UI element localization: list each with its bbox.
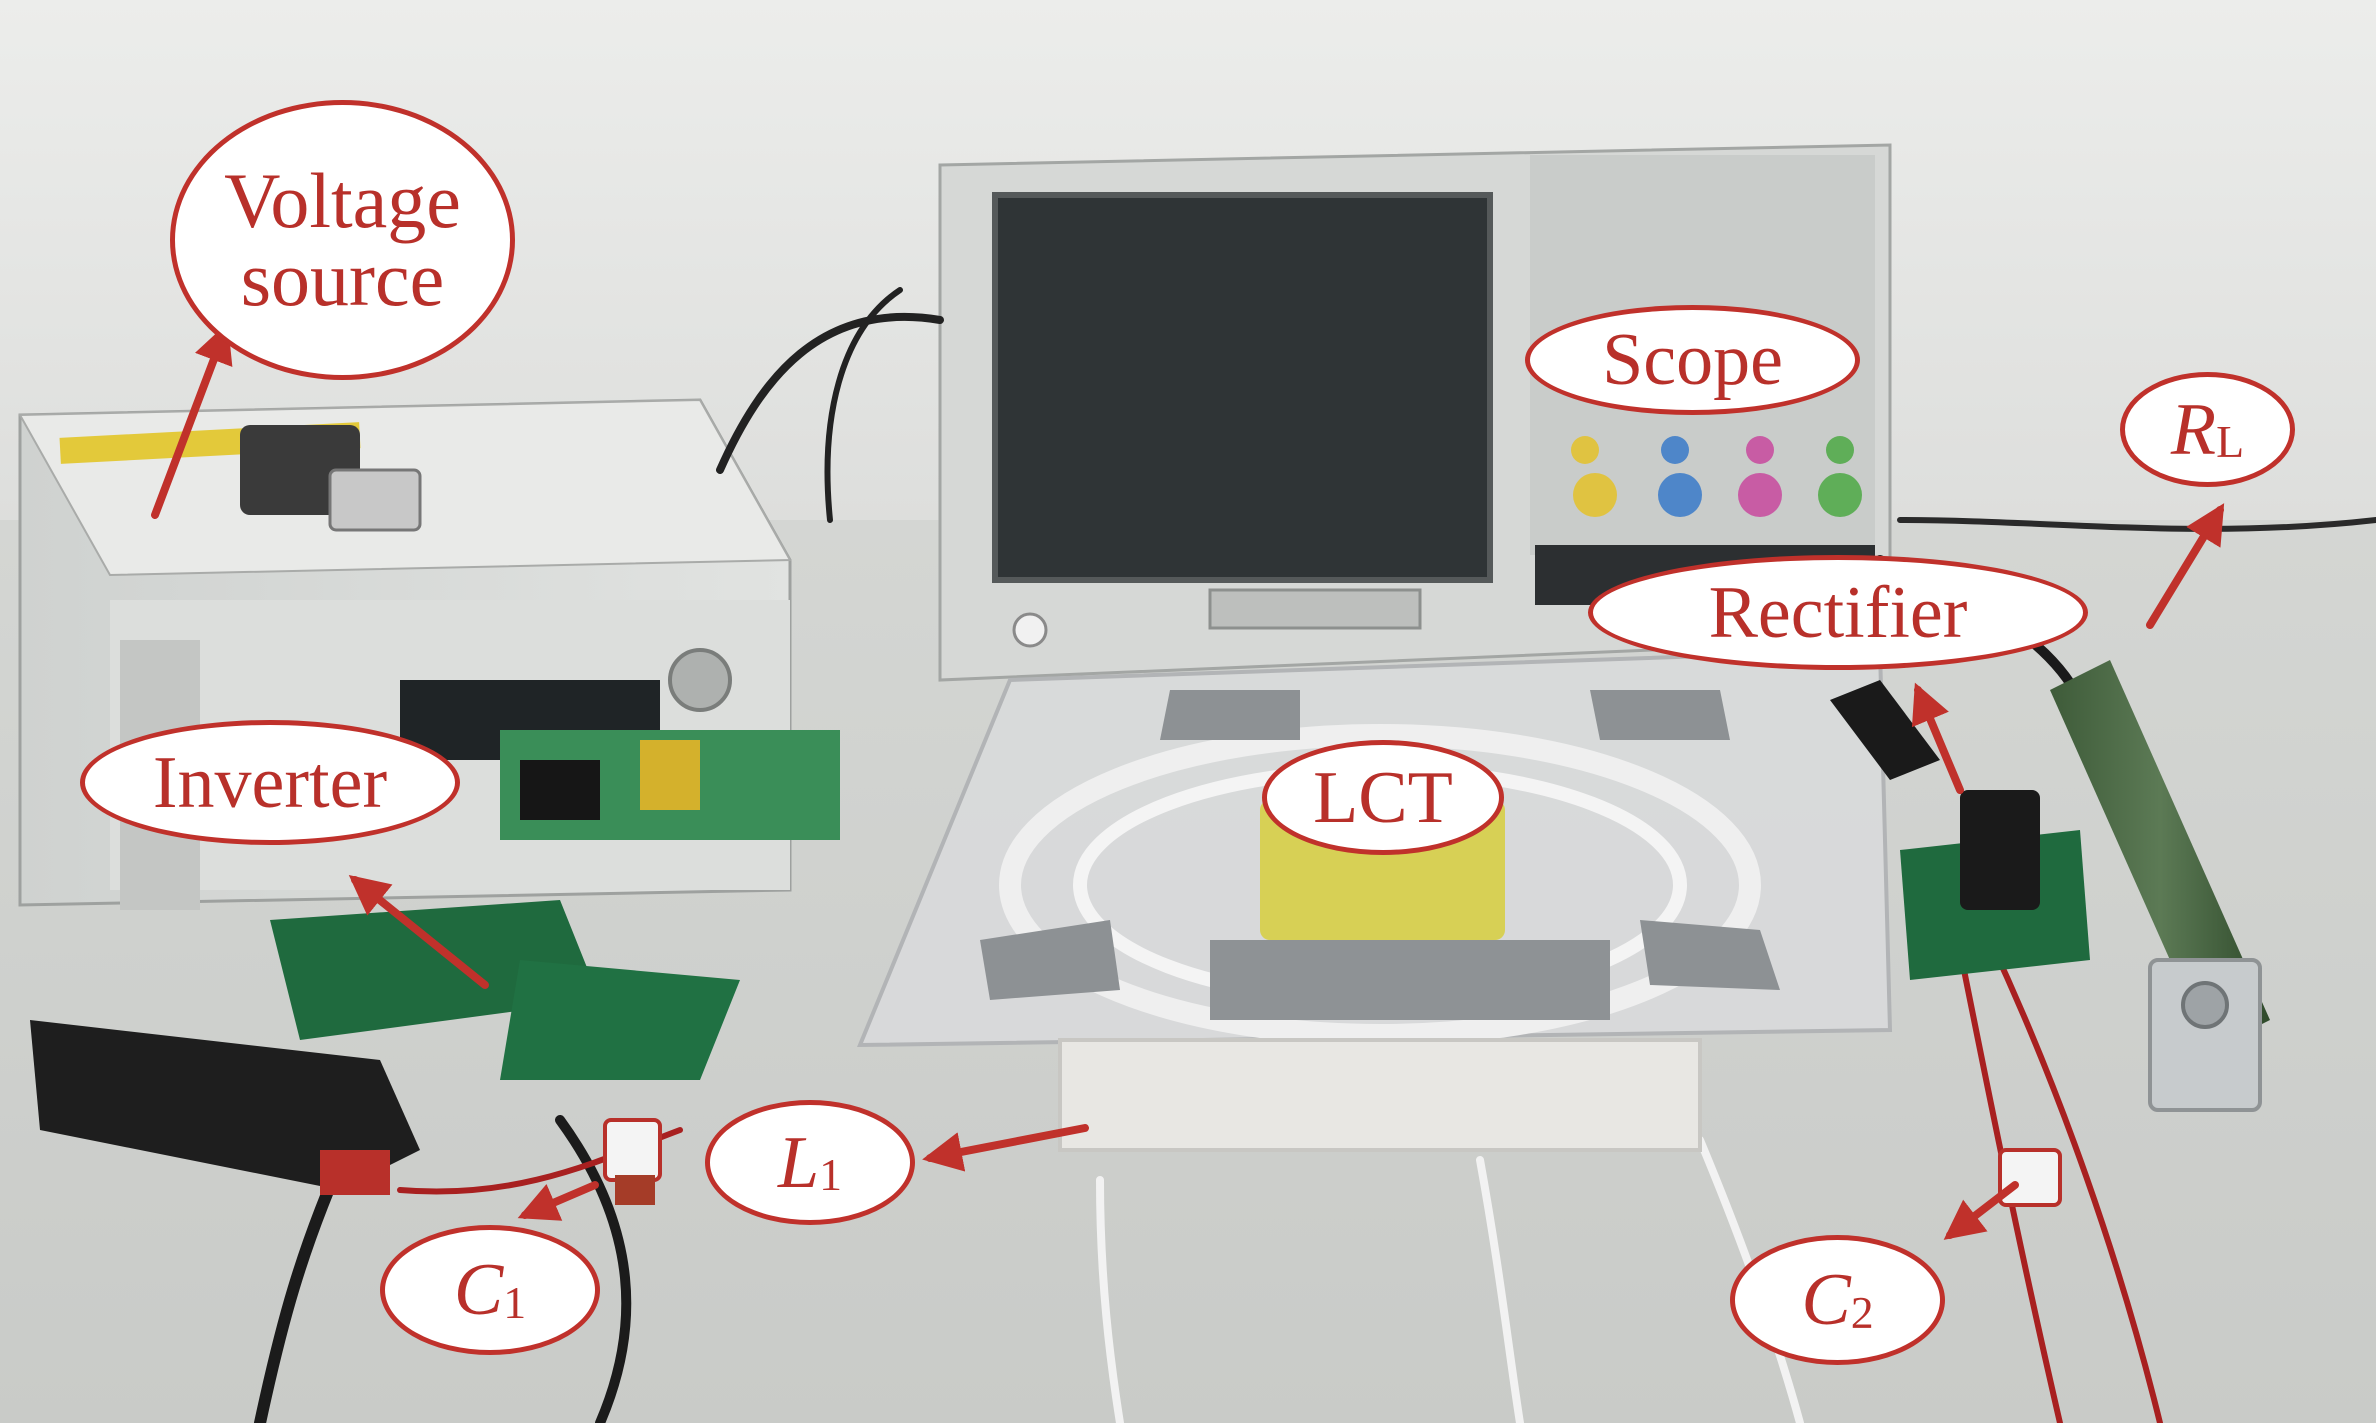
voltage-source-label-line2: source xyxy=(240,235,445,322)
arrow-rl xyxy=(2146,503,2225,629)
c1-label-sub: 1 xyxy=(503,1276,527,1328)
capacitor-c2-part xyxy=(1998,1148,2062,1207)
rectifier-label: Rectifier xyxy=(1588,555,2088,670)
oscilloscope xyxy=(938,143,1892,682)
rectifier-label-text: Rectifier xyxy=(1708,571,1968,654)
rl-label-sub: L xyxy=(2216,416,2245,468)
load-resistor xyxy=(2050,660,2270,1112)
lct-label-text: LCT xyxy=(1313,756,1453,839)
c2-label-sub: 2 xyxy=(1850,1286,1874,1338)
inverter-board xyxy=(270,730,840,1080)
arrow-inverter xyxy=(348,874,489,989)
annotation-arrows xyxy=(151,322,2225,1240)
clamp-probe xyxy=(30,1020,420,1195)
inverter-label: Inverter xyxy=(80,720,460,845)
arrow-c2 xyxy=(1943,1181,2019,1240)
voltage-source-label-line1: Voltage xyxy=(224,157,461,244)
arrow-c1 xyxy=(517,1181,599,1221)
arrow-rectifier xyxy=(1911,682,1964,794)
c1-label-main: C xyxy=(453,1249,504,1331)
voltage-source-label: Voltage source xyxy=(170,100,515,380)
scope-label-text: Scope xyxy=(1602,319,1783,401)
inverter-label-text: Inverter xyxy=(152,741,388,824)
c2-label-main: C xyxy=(1801,1259,1851,1341)
arrow-l1 xyxy=(922,1124,1089,1172)
l1-label-sub: 1 xyxy=(819,1149,843,1201)
arrow-voltage-source xyxy=(151,322,233,519)
capacitor-c1-part xyxy=(603,1118,662,1205)
lct-label: LCT xyxy=(1262,740,1504,855)
rectifier-board xyxy=(1830,680,2090,980)
scope-label: Scope xyxy=(1525,305,1860,415)
l1-label-main: L xyxy=(777,1121,820,1204)
rl-label-main: R xyxy=(2170,388,2217,471)
